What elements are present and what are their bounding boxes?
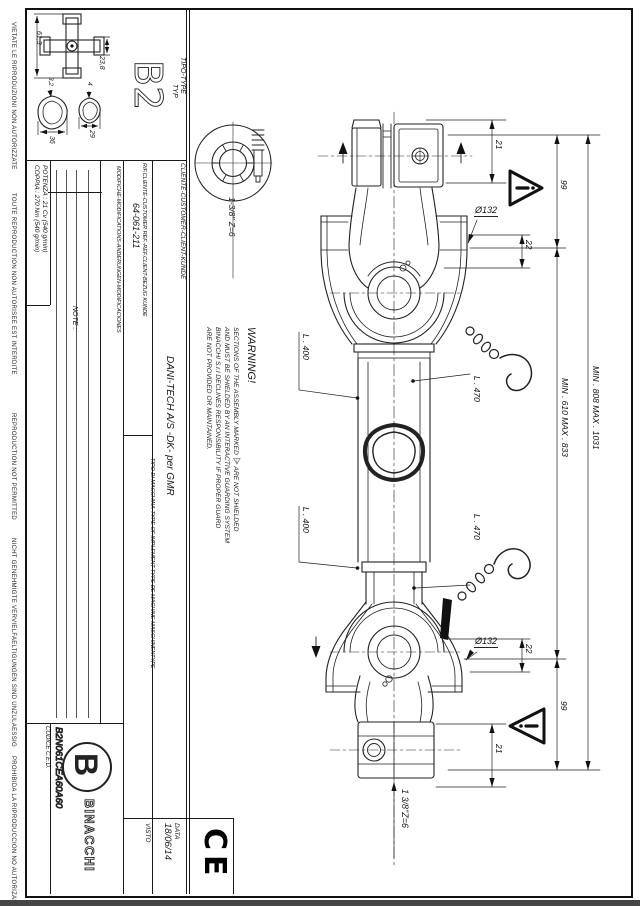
dim-guard-tube-bottom: L . 400 — [301, 507, 311, 533]
profile1-size-dim: 36 — [48, 136, 55, 144]
tb-line — [100, 160, 101, 723]
tb-line — [25, 305, 50, 306]
titleblock-divider-line2 — [189, 8, 190, 894]
customer-ref-header: RIF.CLIENTE-CUSTOMER REF.-REF.CLIENT-BEZ… — [141, 163, 147, 317]
tb-line — [152, 160, 153, 894]
dim-inner-tube-top: L . 470 — [472, 376, 482, 402]
type-detail-drawing — [34, 13, 110, 135]
customer-ref-value: 64-061-211 — [131, 203, 141, 249]
margin-notice-es: PROHIBIDA LA RIPRODUCCION NO AUTORIZADA — [10, 756, 16, 906]
dim-inner-tube-bottom: L . 470 — [472, 514, 482, 540]
dim-yoke-bottom: 99 — [559, 701, 569, 711]
binacchi-logo — [62, 742, 112, 792]
visto-label: VISTO — [144, 823, 151, 843]
type-code: B2 — [126, 60, 171, 111]
margin-notice-fr: TOUTE REPRODUCTION NON AUTORISEE EST INT… — [10, 193, 16, 375]
customer-header: CLIENTE-CUSTOMER-CLIENT-KUNDE — [179, 163, 186, 280]
tb-line — [50, 160, 51, 305]
spline-spec-bottom: 1 3/8"Z=6 — [400, 789, 410, 828]
dim-guard-dia-top: Ø132 — [474, 205, 499, 217]
dim-overlap-bottom: 22 — [524, 644, 534, 654]
tipo-type-header: TIPO-TYPE — [179, 57, 186, 94]
tipo-typ-header: TYP — [171, 84, 178, 98]
tb-line — [123, 435, 152, 436]
pto-shaft-drawing — [194, 111, 601, 867]
profile2-size-dim: 29 — [88, 130, 95, 138]
binacchi-wordmark: BINACCHI — [82, 799, 97, 873]
spline-spec-top: 1-3/8" Z=6 — [227, 197, 237, 237]
ce-box-line — [189, 818, 233, 819]
margin-notice-en: REPRODUCTION NOT PERMITTED — [10, 413, 16, 521]
sheet-frame — [25, 8, 633, 898]
machine-type-header: TIPO DI MACCHINA-TYPE OF IMPLEMENT-TYPE … — [149, 458, 155, 669]
data-value: 18/06/14 — [162, 823, 173, 860]
tb-line — [25, 160, 186, 161]
margin-notice-it: VIETATE LE RIPRODUZIONI NON AUTORIZZATE — [10, 22, 16, 170]
dim-yoke-top: 99 — [559, 180, 569, 190]
mod-rule — [56, 170, 57, 718]
tb-line — [25, 723, 123, 724]
mod-rule — [66, 170, 67, 718]
dim-length-overall: MIN . 808 MAX . 1031 — [591, 366, 601, 450]
tb-line — [48, 192, 102, 193]
binacchi-logo-initial: B — [68, 753, 104, 777]
customer-value: DANI-TECH A/S -DK- per GMR — [164, 356, 175, 496]
modifiche-header: MODIFICHE-MODIFICATIONS-ANDERUNGEN-MODIF… — [115, 166, 121, 333]
dim-length-inner: MIN . 610 MAX . 833 — [560, 378, 570, 457]
dim-pin-top: 21 — [494, 140, 504, 150]
mod-rule — [76, 170, 77, 718]
cross-width-dim: 61,3 — [35, 31, 42, 45]
mod-rule — [88, 170, 89, 718]
data-label: DATA — [173, 823, 180, 840]
titleblock-divider-line — [186, 8, 187, 894]
margin-notice-de: NICHT GENEHMIGTE VERVIELFAELTIGUNGEN SIN… — [10, 538, 16, 747]
dim-guard-dia-bottom: Ø132 — [474, 636, 499, 648]
ce-box-line — [233, 818, 234, 894]
tb-line — [50, 723, 51, 894]
dim-pin-bottom: 21 — [494, 744, 504, 754]
note-label: NOTE : — [71, 306, 78, 330]
profile2-wall-dim: 4 — [86, 82, 93, 86]
dim-guard-tube-top: L . 400 — [301, 334, 311, 360]
codice-header: CODICE C.E.D. — [44, 726, 50, 769]
tb-line — [123, 160, 124, 894]
potenza-value: POTENZA : 21 Cv (540 g/min) — [41, 165, 48, 253]
cross-cap-dim: 23,8 — [98, 56, 105, 70]
dim-overlap-top: 22 — [524, 240, 534, 250]
tb-line — [123, 818, 189, 819]
coppia-value: COPPIA : 270 Nm (540 g/min) — [33, 165, 40, 253]
profile1-wall-dim: 3,2 — [47, 77, 54, 87]
scan-edge — [0, 900, 640, 906]
